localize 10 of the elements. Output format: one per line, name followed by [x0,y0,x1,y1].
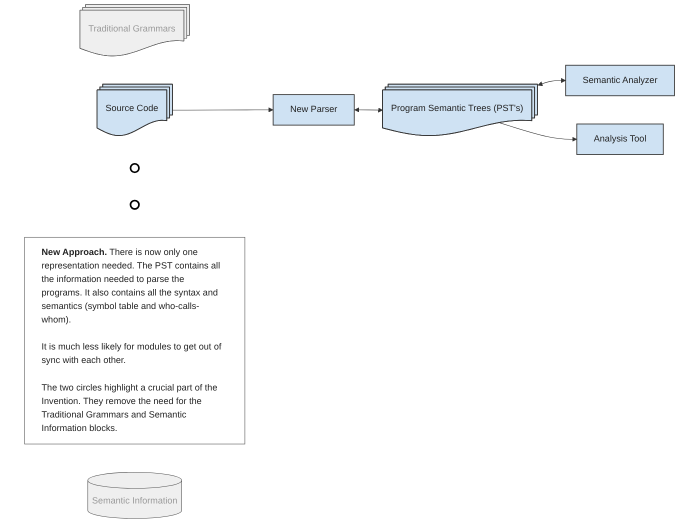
node-box: New Approach. There is now only one representation needed. The PST contains all the information needed to parse the programs. It also contains all the syntax and semantics (symbol table and who-calls-whom). It is much less likely for modules to get out of sync with each other. The two circles highlight a crucial part of the Invention. They remove the need for the Traditional Grammars and Semantic Information blocks. [24,236,246,444]
arrow [538,78,566,86]
arrow [172,107,274,112]
arrow [354,107,383,113]
arrow [499,122,578,142]
node-circle [130,162,140,174]
node-box: New Parser [272,94,355,126]
node-circle [130,200,140,210]
node-box: Analysis Tool [576,124,664,155]
node-box: Semantic Analyzer [565,64,675,96]
